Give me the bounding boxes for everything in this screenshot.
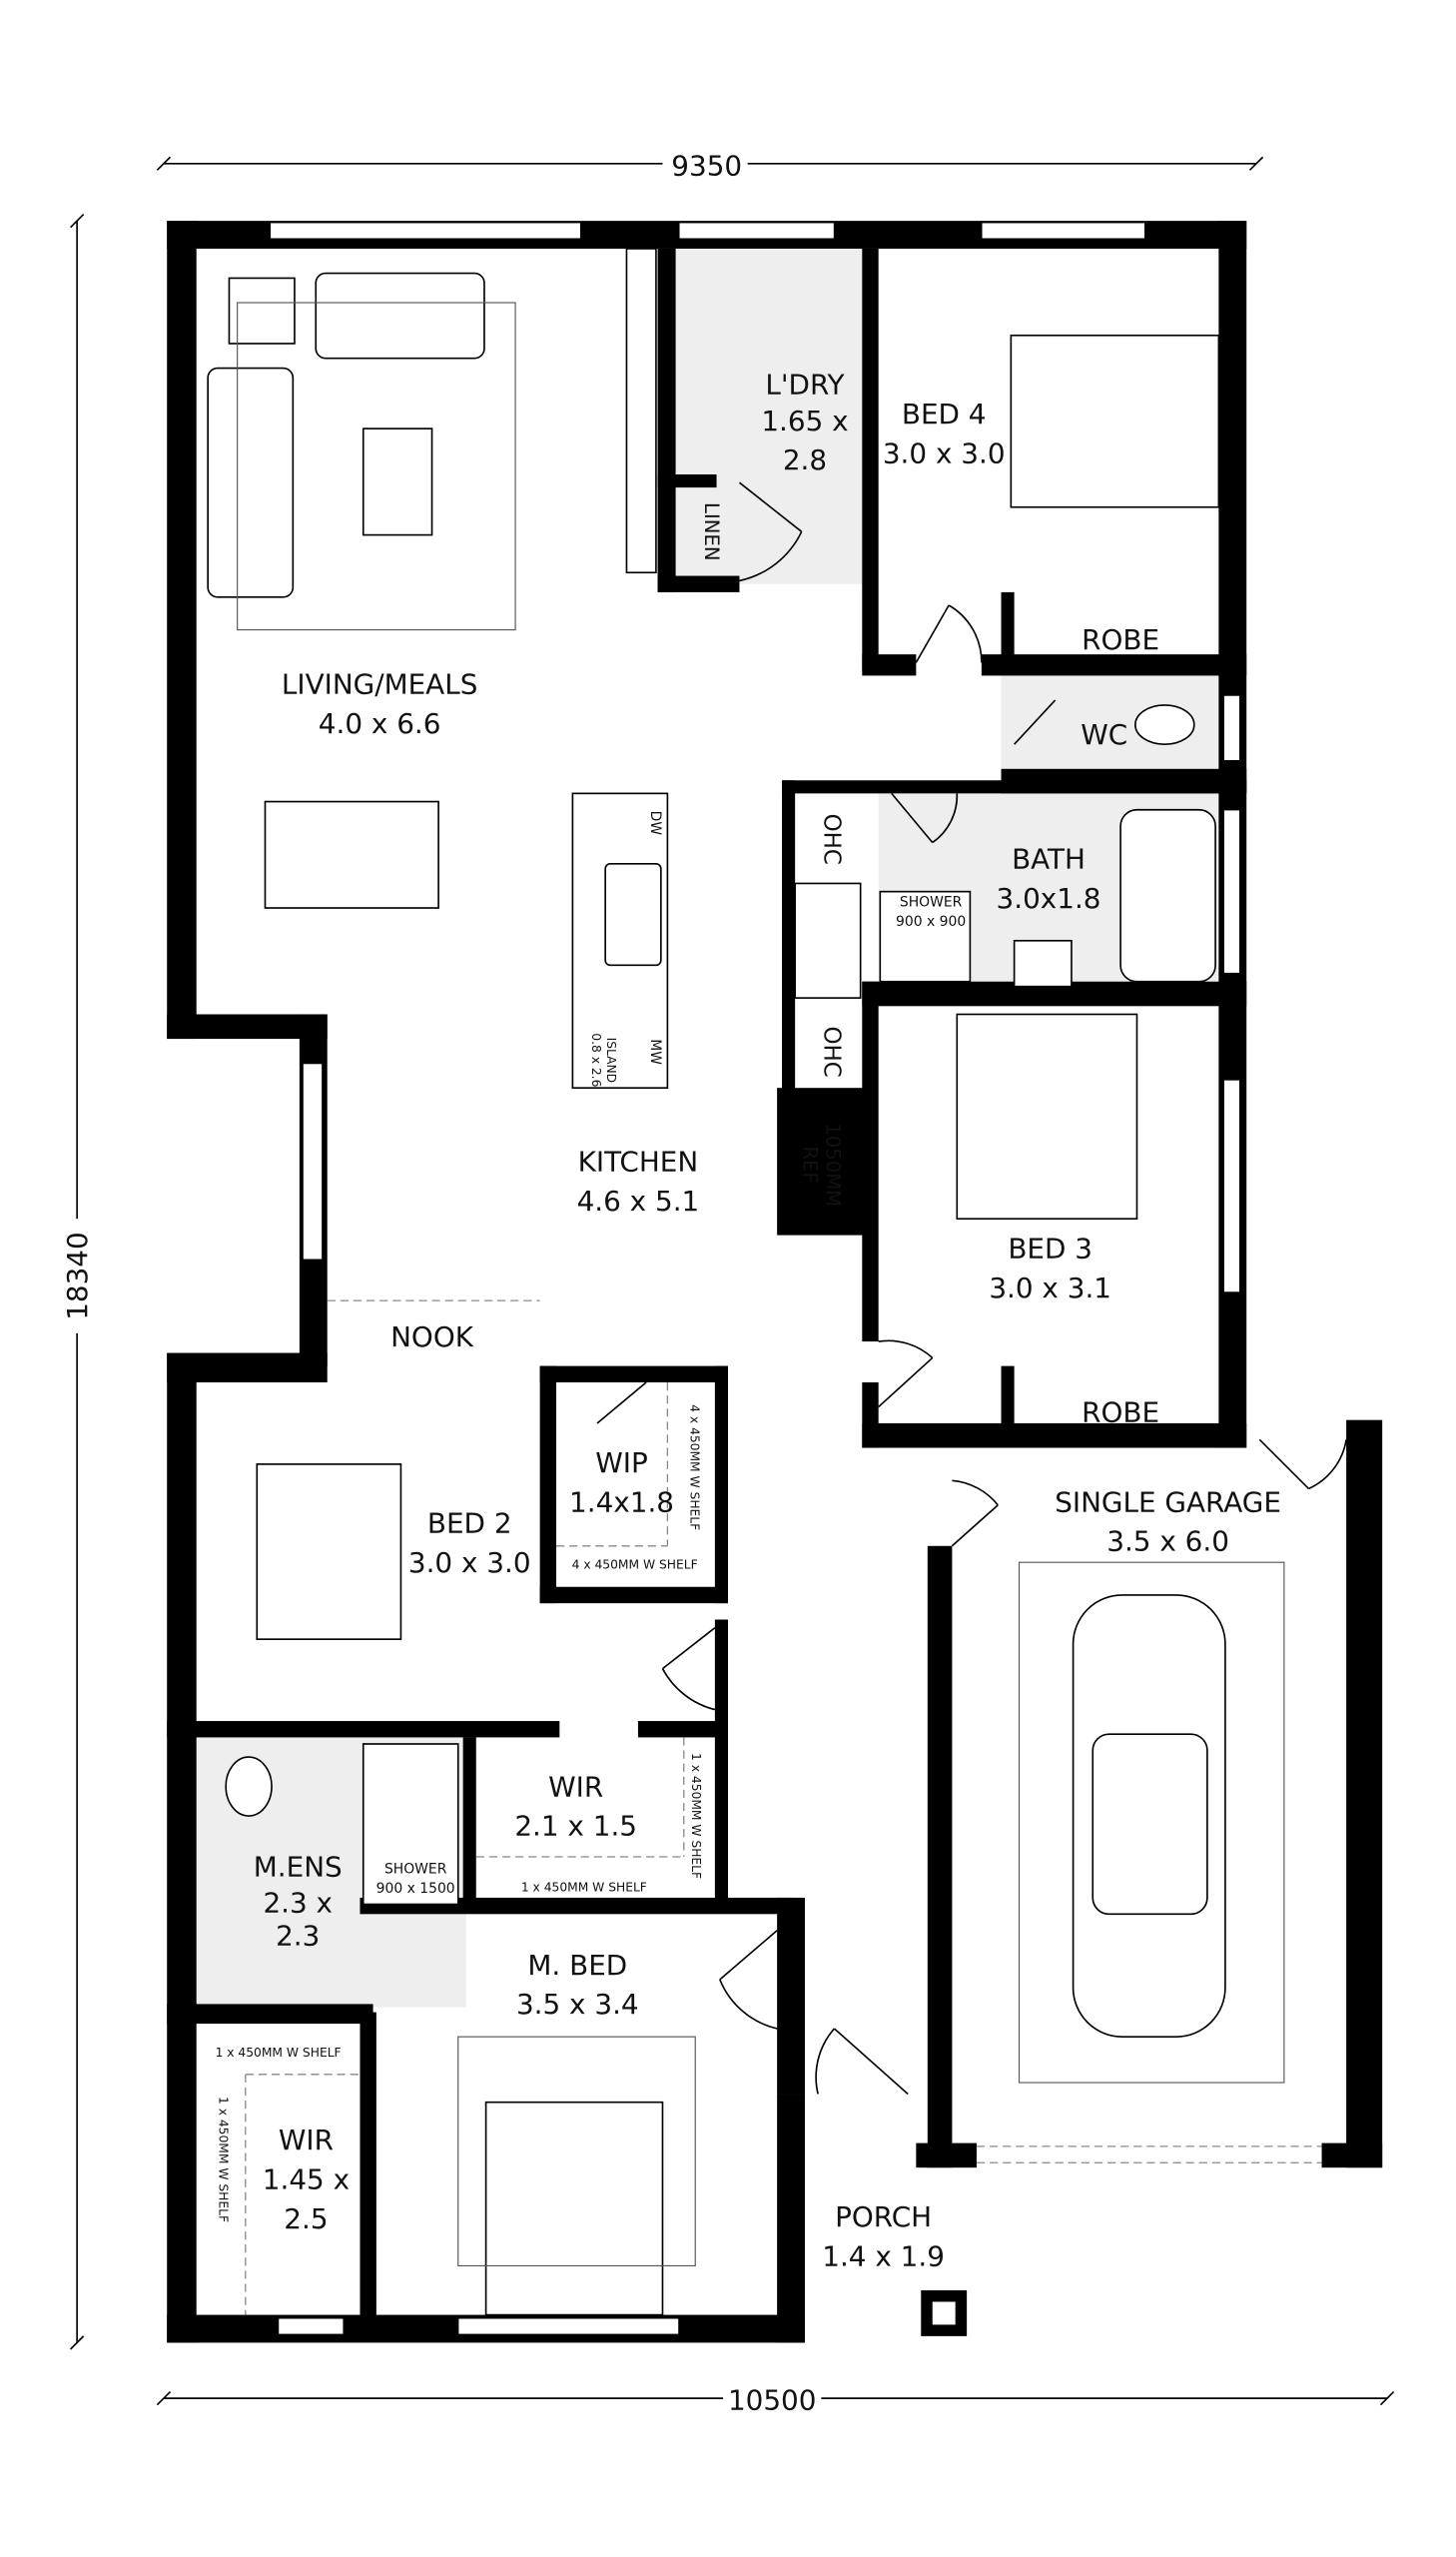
wir-ens-shelf-horizontal: 1 x 450MM W SHELF: [521, 1880, 647, 1894]
linen-label: LINEN: [700, 502, 723, 561]
wir-mbed-shelf-vertical: 1 x 450MM W SHELF: [217, 2097, 231, 2222]
master-bed: [484, 2101, 664, 2316]
wir-ens-size: 2.1 x 1.5: [514, 1810, 637, 1843]
dining-table: [264, 800, 439, 909]
bed4-size: 3.0 x 3.0: [883, 437, 1006, 470]
ref-size: 1050MM: [821, 1123, 844, 1207]
island-mw: MW: [647, 1039, 663, 1065]
robe4-label: ROBE: [1082, 623, 1159, 656]
bath-shower-size: 900 x 900: [896, 914, 966, 930]
porch-name: PORCH: [835, 2200, 932, 2233]
garage-name: SINGLE GARAGE: [1055, 1485, 1281, 1518]
mens-name: M.ENS: [254, 1851, 343, 1884]
wir-mbed-size-b: 2.5: [284, 2202, 328, 2235]
dimension-left-label: 18340: [61, 1232, 94, 1320]
ohc-top-label: OHC: [819, 814, 845, 865]
bed4-name: BED 4: [902, 398, 987, 430]
ohc-bottom-label: OHC: [819, 1027, 845, 1078]
cooktop-icon: [794, 882, 862, 999]
wir-mbed-size-a: 1.45 x: [263, 2162, 350, 2195]
island-size: 0.8 x 2.6: [589, 1033, 603, 1087]
toilet: [1134, 704, 1195, 746]
wc-label: WC: [1081, 718, 1127, 751]
master-rug: [457, 2036, 696, 2267]
living-name: LIVING/MEALS: [282, 667, 478, 700]
shelves: [245, 1382, 685, 2315]
tv-unit: [625, 248, 657, 574]
bath-shower-name: SHOWER: [900, 894, 963, 910]
car-bay: [1018, 1561, 1285, 2084]
bed3-size: 3.0 x 3.1: [989, 1272, 1111, 1304]
wip-shelf-horizontal: 4 x 450MM W SHELF: [572, 1558, 698, 1572]
mbed-name: M. BED: [527, 1949, 627, 1982]
rug: [237, 302, 516, 631]
doors: [596, 481, 1347, 2096]
windows: [269, 222, 1322, 2335]
wir-mbed-name: WIR: [279, 2124, 334, 2156]
dimension-top-label: 9350: [671, 149, 742, 182]
wir-mbed-shelf-horizontal: 1 x 450MM W SHELF: [216, 2046, 342, 2060]
room-labels: LIVING/MEALS 4.0 x 6.6 L'DRY 1.65 x 2.8 …: [216, 369, 1281, 2273]
sofa-2: [207, 367, 295, 598]
bath-name: BATH: [1012, 843, 1086, 876]
laundry-size-b: 2.8: [783, 443, 827, 476]
dimension-left: 18340: [60, 213, 94, 2350]
bed3-name: BED 3: [1008, 1233, 1092, 1266]
dimension-top: 9350: [156, 147, 1264, 182]
bed2-name: BED 2: [427, 1507, 512, 1540]
mens-size-b: 2.3: [276, 1919, 320, 1952]
laundry-size-a: 1.65 x: [761, 405, 848, 437]
dimension-bottom-label: 10500: [728, 2384, 817, 2417]
sink-icon: [604, 862, 662, 967]
garage-size: 3.5 x 6.0: [1106, 1525, 1229, 1558]
mens-shower-name: SHOWER: [384, 1861, 447, 1877]
wip-shelf-vertical: 4 x 450MM W SHELF: [687, 1404, 701, 1530]
coffee-table: [362, 427, 433, 536]
bed-4: [1010, 334, 1220, 508]
porch-size: 1.4 x 1.9: [822, 2239, 945, 2272]
basin: [1013, 939, 1073, 988]
shower-bath: [879, 890, 972, 983]
wip-name: WIP: [595, 1446, 648, 1479]
bed-2: [256, 1463, 402, 1640]
bathtub: [1119, 808, 1216, 983]
toilet-ens: [225, 1756, 273, 1817]
mbed-size: 3.5 x 3.4: [516, 1988, 639, 2021]
wir-ens-shelf-vertical: 1 x 450MM W SHELF: [689, 1753, 703, 1879]
robe3-label: ROBE: [1082, 1395, 1159, 1428]
wir-ens-name: WIR: [548, 1770, 603, 1803]
dimension-bottom: 10500: [156, 2381, 1395, 2417]
living-size: 4.0 x 6.6: [319, 707, 441, 740]
kitchen-name: KITCHEN: [578, 1146, 699, 1179]
shower-ens: [362, 1743, 459, 1906]
bath-size: 3.0x1.8: [997, 882, 1101, 915]
sofa: [315, 272, 485, 360]
furniture: [207, 248, 1285, 2316]
kitchen-size: 4.6 x 5.1: [577, 1185, 700, 1218]
nook-label: NOOK: [390, 1320, 474, 1353]
wip-size: 1.4x1.8: [569, 1485, 674, 1518]
bed2-size: 3.0 x 3.0: [408, 1546, 531, 1579]
side-table: [228, 277, 296, 345]
island-name: ISLAND: [604, 1038, 618, 1084]
mens-size-a: 2.3 x: [263, 1887, 333, 1920]
bed-3: [956, 1013, 1138, 1221]
ref-name: REF: [798, 1146, 821, 1183]
laundry-name: L'DRY: [765, 369, 845, 402]
island-dw: DW: [647, 811, 663, 836]
mens-shower-size: 900 x 1500: [376, 1881, 455, 1897]
